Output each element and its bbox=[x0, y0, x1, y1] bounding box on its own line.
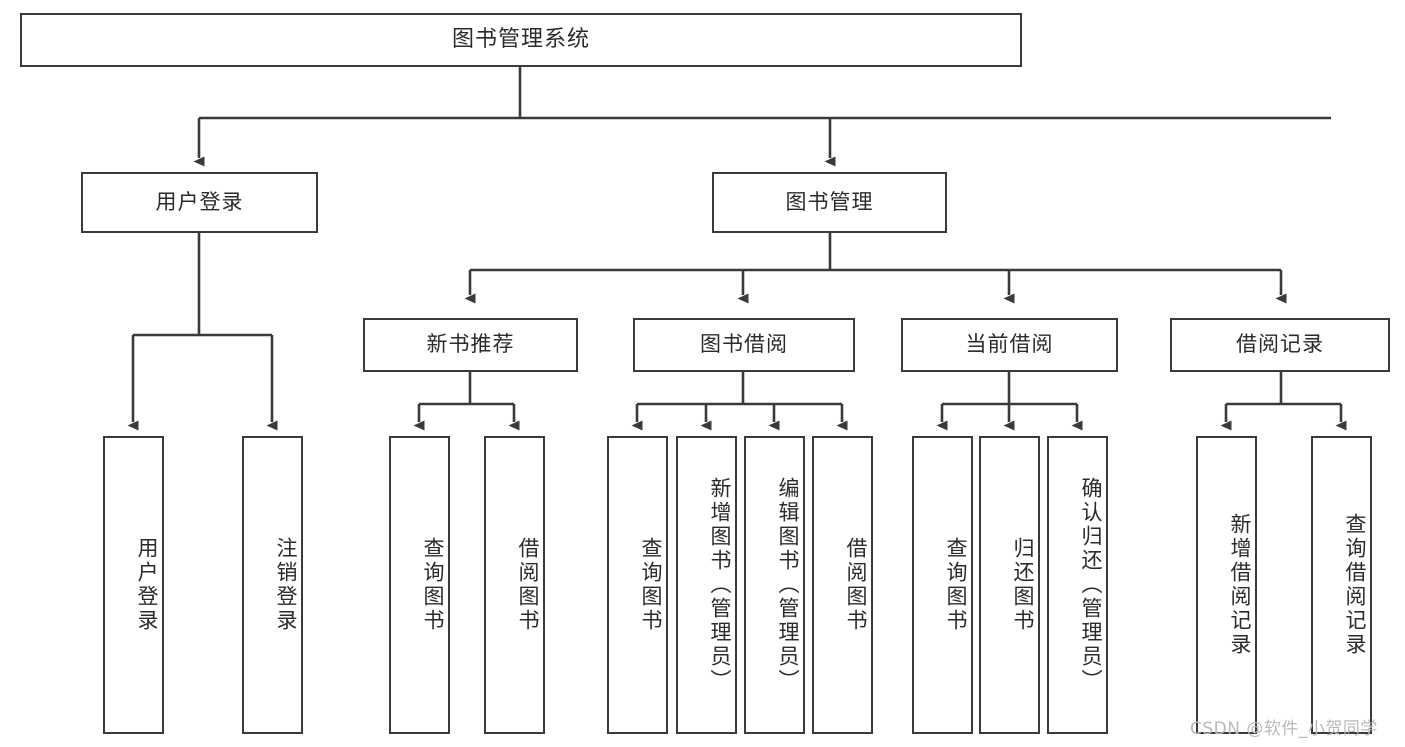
node-root-label: 图书管理系统 bbox=[451, 26, 590, 52]
node-user-login-label: 用户登录 bbox=[155, 189, 244, 214]
leaf-label: 查询借阅记录 bbox=[1343, 513, 1367, 657]
leaf-label: 编辑图书（管理员） bbox=[776, 477, 800, 693]
node-book-management-label: 图书管理 bbox=[785, 189, 874, 214]
leaf-borrow-add-book[interactable]: 新增图书（管理员） bbox=[676, 436, 737, 734]
node-borrow-record[interactable]: 借阅记录 bbox=[1170, 318, 1390, 372]
leaf-label: 归还图书 bbox=[1011, 537, 1035, 633]
leaf-new-book-borrow[interactable]: 借阅图书 bbox=[484, 436, 545, 734]
leaf-current-return-book[interactable]: 归还图书 bbox=[979, 436, 1040, 734]
leaf-label: 查询图书 bbox=[639, 537, 663, 633]
csdn-watermark: CSDN @软件_小贺同学 bbox=[1190, 719, 1378, 739]
leaf-record-query[interactable]: 查询借阅记录 bbox=[1311, 436, 1372, 734]
leaf-borrow-borrow-book[interactable]: 借阅图书 bbox=[812, 436, 873, 734]
node-current-borrow[interactable]: 当前借阅 bbox=[901, 318, 1118, 372]
leaf-new-book-query[interactable]: 查询图书 bbox=[389, 436, 450, 734]
leaf-user-login-signin[interactable]: 用户登录 bbox=[103, 436, 164, 734]
leaf-label: 查询图书 bbox=[944, 537, 968, 633]
leaf-user-login-signout[interactable]: 注销登录 bbox=[242, 436, 303, 734]
leaf-label: 查询图书 bbox=[421, 537, 445, 633]
leaf-current-confirm-return[interactable]: 确认归还（管理员） bbox=[1047, 436, 1108, 734]
leaf-label: 借阅图书 bbox=[516, 537, 540, 633]
node-book-borrow-label: 图书借阅 bbox=[700, 332, 788, 357]
leaf-borrow-query-book[interactable]: 查询图书 bbox=[607, 436, 668, 734]
node-user-login[interactable]: 用户登录 bbox=[81, 172, 318, 233]
leaf-label: 用户登录 bbox=[135, 537, 159, 633]
node-borrow-record-label: 借阅记录 bbox=[1236, 332, 1324, 357]
leaf-borrow-edit-book[interactable]: 编辑图书（管理员） bbox=[744, 436, 805, 734]
leaf-label: 确认归还（管理员） bbox=[1079, 477, 1103, 693]
leaf-label: 新增图书（管理员） bbox=[708, 477, 732, 693]
leaf-current-query-book[interactable]: 查询图书 bbox=[912, 436, 973, 734]
node-new-book-recommend[interactable]: 新书推荐 bbox=[363, 318, 578, 372]
node-new-book-recommend-label: 新书推荐 bbox=[426, 332, 515, 357]
node-root[interactable]: 图书管理系统 bbox=[20, 13, 1022, 67]
leaf-label: 借阅图书 bbox=[844, 537, 868, 633]
node-book-borrow[interactable]: 图书借阅 bbox=[633, 318, 855, 372]
node-current-borrow-label: 当前借阅 bbox=[965, 332, 1054, 357]
leaf-label: 新增借阅记录 bbox=[1228, 513, 1252, 657]
leaf-record-add[interactable]: 新增借阅记录 bbox=[1196, 436, 1257, 734]
node-book-management[interactable]: 图书管理 bbox=[712, 172, 947, 233]
leaf-label: 注销登录 bbox=[274, 537, 298, 633]
